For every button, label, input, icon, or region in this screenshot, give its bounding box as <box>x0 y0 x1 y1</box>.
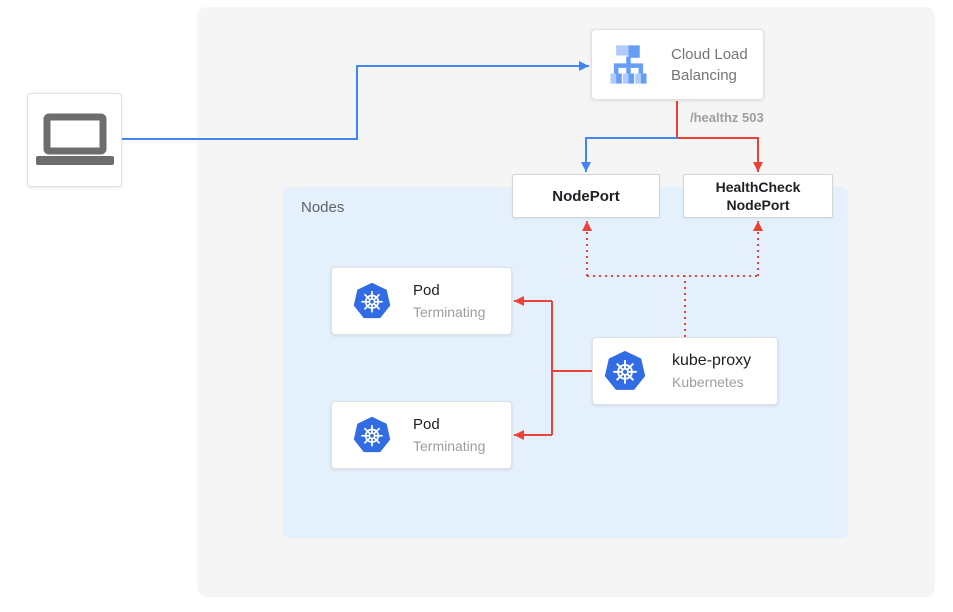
healthcheck-nodeport-box: HealthCheck NodePort <box>683 174 833 218</box>
healthcheck-nodeport-label: HealthCheck NodePort <box>715 179 801 213</box>
client-card <box>27 93 122 187</box>
pod-title: Pod <box>413 415 440 433</box>
cloud-load-balancing-icon <box>610 45 647 84</box>
kube-proxy-subtitle: Kubernetes <box>672 373 744 390</box>
nodes-label: Nodes <box>301 199 345 216</box>
cloud-load-balancing-label: Cloud Load Balancing <box>671 45 748 84</box>
kube-proxy-title: kube-proxy <box>672 351 752 369</box>
pod-card: Pod Terminating <box>331 267 512 335</box>
kube-proxy-card: kube-proxy Kubernetes <box>592 337 778 405</box>
laptop-icon <box>35 113 114 165</box>
kubernetes-icon <box>353 416 391 453</box>
pod-status: Terminating <box>413 303 486 320</box>
nodeport-label: NodePort <box>552 187 620 205</box>
pod-card: Pod Terminating <box>331 401 512 469</box>
nodeport-box: NodePort <box>512 174 660 218</box>
healthz-503-annotation: /healthz 503 <box>690 110 764 125</box>
kubernetes-icon <box>604 350 646 390</box>
pod-status: Terminating <box>413 437 486 454</box>
kubernetes-icon <box>353 282 391 319</box>
cloud-load-balancing-card: Cloud Load Balancing <box>591 29 764 100</box>
pod-title: Pod <box>413 281 440 299</box>
